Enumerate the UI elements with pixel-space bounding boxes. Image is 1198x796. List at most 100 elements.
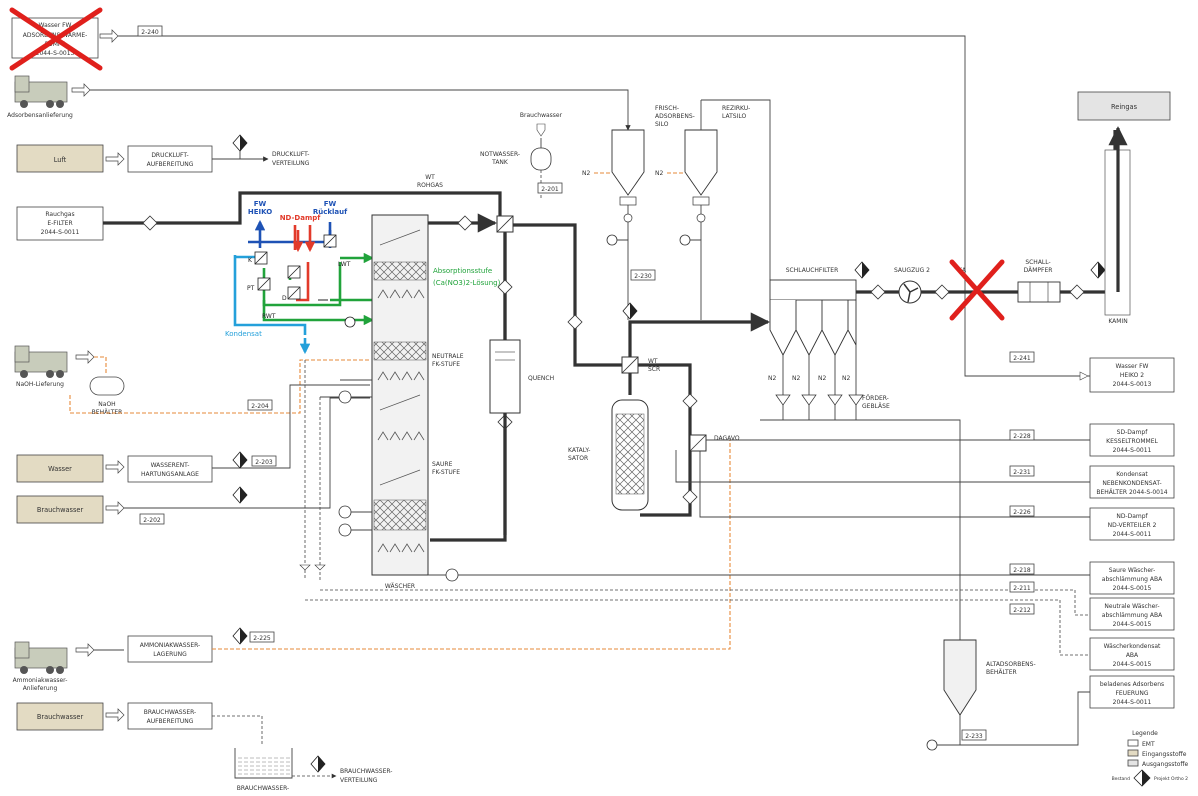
waescher-column — [372, 215, 428, 575]
out-belad-3: 2044-S-0011 — [1113, 699, 1152, 706]
tag-2-226: 2-226 — [1010, 506, 1034, 516]
tag-2-228: 2-228 — [1010, 430, 1034, 440]
adsorbens-truck-label: Adsorbensanlieferung — [7, 112, 73, 119]
neutrale-stufe-1: NEUTRALE — [432, 353, 464, 360]
output-saure-waescher: Saure Wäscher- abschlämmung ABA 2044-S-0… — [1090, 562, 1174, 594]
line-to-schlauchfilter — [630, 322, 768, 360]
diamond-fill — [240, 628, 247, 644]
line-brauchwasser-1 — [124, 398, 370, 508]
schlauchfilter — [770, 280, 863, 405]
tag-2-202: 2-202 — [140, 514, 164, 524]
hollow-arrow-down-icon — [537, 124, 545, 136]
absorptions-loesung-label: (Ca(NO3)2-Lösung) — [433, 279, 501, 287]
diamond-valve-icon — [568, 315, 582, 329]
rauchgas-label-3: 2044-S-0011 — [41, 229, 80, 236]
svg-text:2-202: 2-202 — [143, 517, 161, 524]
legend-item-emt: EMT — [1142, 741, 1155, 748]
svg-text:2-231: 2-231 — [1013, 469, 1031, 476]
diamond-fill — [862, 262, 869, 278]
altadsorbens-1: ALTADSORBENS- — [986, 661, 1036, 668]
rezirk-silo-1: REZIRKU- — [722, 105, 750, 112]
legend-bestand: Bestand — [1112, 776, 1131, 782]
katalysator — [612, 400, 648, 510]
legend-diamond-fill — [1142, 770, 1150, 786]
saure-stufe-1: SAURE — [432, 461, 453, 468]
green-loop-1 — [264, 262, 340, 305]
frisch-adsorbens-silo — [612, 130, 644, 240]
hollow-arrow-icon — [76, 644, 94, 656]
input-wasser-label: Wasser — [48, 465, 72, 473]
tag-2-218: 2-218 — [1010, 564, 1034, 574]
brauchwasser-verteilung-1: BRAUCHWASSER- — [340, 768, 392, 775]
tag-2-233: 2-233 — [962, 730, 986, 740]
neutrale-stufe-2: FK-STUFE — [432, 361, 460, 368]
tag-2-240: 2-240 — [138, 26, 162, 36]
diamond-valve-icon — [683, 394, 697, 408]
out-sd-3: 2044-S-0011 — [1113, 447, 1152, 454]
svg-text:2-226: 2-226 — [1013, 509, 1031, 516]
line-adsorbens — [90, 90, 628, 130]
schalldaempfer-2: DÄMPFER — [1024, 267, 1053, 274]
ammoniak-lagerung-2: LAGERUNG — [153, 651, 187, 658]
naoh-truck-icon — [15, 346, 67, 378]
valve-drain-icons — [300, 565, 325, 570]
quench-vessel — [490, 340, 520, 413]
frisch-silo-2: ADSORBENS- — [655, 113, 695, 120]
reingas-label: Reingas — [1111, 103, 1138, 111]
legend: Legende EMT Eingangsstoffe Ausgangsstoff… — [1112, 730, 1189, 786]
line-filter-outlets — [783, 405, 856, 420]
frisch-silo-3: SILO — [655, 121, 669, 128]
svg-text:2-204: 2-204 — [251, 403, 269, 410]
out-neutr-3: 2044-S-0015 — [1113, 621, 1152, 628]
brauchwasser-verteilung-2: VERTEILUNG — [340, 777, 378, 784]
druckluft-aufbereitung-box — [128, 146, 212, 172]
diamond-fill — [1098, 262, 1105, 278]
n2-label-1: N2 — [582, 170, 590, 177]
tag-2-204: 2-204 — [248, 400, 272, 410]
wt-scr-2: SCR — [648, 366, 660, 373]
svg-text:2-212: 2-212 — [1013, 607, 1031, 614]
fw-heiko-2: HEIKO — [248, 208, 272, 216]
druckluft-label-2: AUFBEREITUNG — [147, 161, 194, 168]
tag-2-231: 2-231 — [1010, 466, 1034, 476]
rauchgas-label-2: E-FILTER — [47, 220, 72, 227]
green-arrow-rwt — [264, 300, 372, 320]
hollow-arrow-icon — [72, 84, 90, 96]
schalldaempfer — [1018, 282, 1060, 302]
pump-saure-icon-1 — [339, 506, 351, 518]
ammoniak-truck-label-2: Anlieferung — [23, 685, 58, 692]
waescher-label: WÄSCHER — [385, 583, 415, 590]
diamond-fill — [240, 487, 247, 503]
wasserenthaertung-box — [128, 456, 212, 482]
wt-rohgas-label-2: ROHGAS — [417, 182, 443, 189]
out-wasser-fw-1: Wasser FW — [1116, 363, 1149, 370]
legend-item-eingang: Eingangsstoffe — [1142, 751, 1187, 758]
input-brauchwasser-2-label: Brauchwasser — [37, 713, 84, 721]
out-belad-1: beladenes Adsorbens — [1100, 681, 1164, 688]
brauchwasser-tank — [235, 748, 292, 778]
line-saure-pumps — [351, 512, 372, 530]
out-kond-1: Kondensat — [1116, 471, 1148, 478]
legend-swatch-ausgang — [1128, 760, 1138, 766]
brauchwasser-top-label: Brauchwasser — [520, 112, 563, 119]
out-nd-1: ND-Dampf — [1116, 513, 1148, 520]
out-nd-2: ND-VERTEILER 2 — [1108, 522, 1157, 529]
out-saure-2: abschlämmung ABA — [1102, 576, 1163, 583]
dash-neutrale-abschlaemmung — [320, 590, 1090, 615]
tag-2-212: 2-212 — [1010, 604, 1034, 614]
hx-pt-label: PT — [247, 285, 255, 292]
brauchwasser-aufb-2: AUFBEREITUNG — [147, 718, 194, 725]
saure-stufe-2: FK-STUFE — [432, 469, 460, 476]
diamond-fill — [240, 452, 247, 468]
out-saure-1: Saure Wäscher- — [1109, 567, 1156, 574]
diamond-valve-icon — [143, 216, 157, 230]
svg-text:2-240: 2-240 — [141, 29, 159, 36]
svg-text:2-211: 2-211 — [1013, 585, 1031, 592]
druckluft-label-1: DRUCKLUFT- — [151, 152, 188, 159]
line-brauchwasser-aufb — [212, 716, 262, 745]
katalysator-2: SATOR — [568, 455, 588, 462]
druckluft-verteilung-1: DRUCKLUFT- — [272, 151, 309, 158]
diamond-valve-icon — [1070, 285, 1084, 299]
ammoniakwasser-lagerung-box — [128, 636, 212, 662]
wt-rohgas-label-1: WT — [425, 174, 435, 181]
